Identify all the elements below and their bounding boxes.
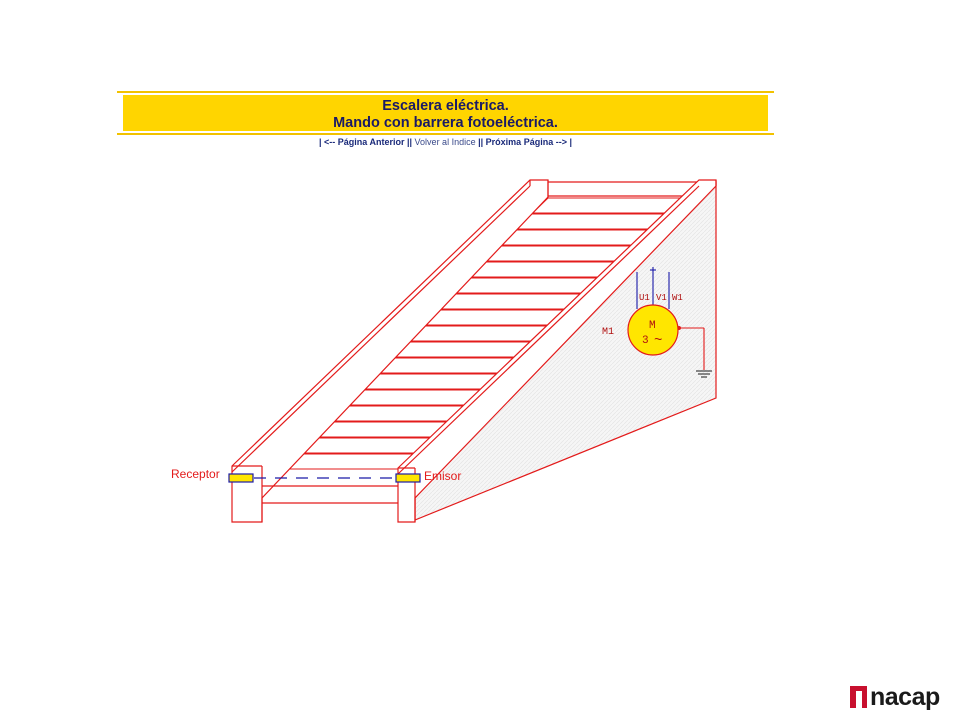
stair-step (514, 213, 669, 231)
nav-separator: | (569, 137, 572, 147)
bottom-landing (262, 485, 398, 504)
ac-symbol: ~ (654, 333, 662, 349)
motor-symbol (627, 304, 679, 356)
stair-step (498, 229, 652, 247)
ground-icon (696, 370, 712, 378)
left-railing (231, 179, 549, 523)
stair-step (432, 293, 585, 311)
stair-step (481, 245, 635, 263)
stair-step (448, 277, 602, 295)
index-link[interactable]: Volver al Indice (414, 137, 476, 147)
brand-logo: nacap (850, 683, 940, 711)
prev-page-link[interactable]: <-- Página Anterior (324, 137, 405, 147)
logo-mark-icon (850, 686, 867, 708)
next-page-link[interactable]: Próxima Página --> (485, 137, 567, 147)
terminal-u1-label: U1 (639, 293, 650, 303)
stair-steps (267, 197, 686, 471)
motor-letter: M (649, 320, 656, 332)
ground-wire (679, 327, 705, 370)
emisor-sensor (395, 473, 421, 483)
page-subtitle: Mando con barrera fotoeléctrica. (333, 115, 558, 131)
stair-step (531, 197, 686, 215)
terminal-w1-label: W1 (672, 293, 683, 303)
nav-separator: | (318, 137, 322, 147)
emisor-label: Emisor (424, 469, 461, 483)
motor-wiring (636, 267, 670, 309)
logo-text: nacap (870, 682, 940, 711)
navigation-bar: | <-- Página Anterior || Volver al Indic… (117, 137, 774, 147)
receptor-label: Receptor (171, 467, 220, 481)
nav-separator: || (478, 137, 484, 147)
stair-step (465, 261, 619, 279)
title-banner: Escalera eléctrica. Mando con barrera fo… (117, 91, 774, 135)
title-banner-fill: Escalera eléctrica. Mando con barrera fo… (123, 95, 768, 131)
motor-phases: 3 (642, 335, 649, 347)
top-landing (548, 181, 705, 197)
motor-name-label: M1 (602, 327, 614, 338)
terminal-v1-label: V1 (656, 293, 667, 303)
page-title: Escalera eléctrica. (382, 98, 509, 114)
nav-separator: || (406, 137, 413, 147)
receptor-sensor (228, 473, 254, 483)
